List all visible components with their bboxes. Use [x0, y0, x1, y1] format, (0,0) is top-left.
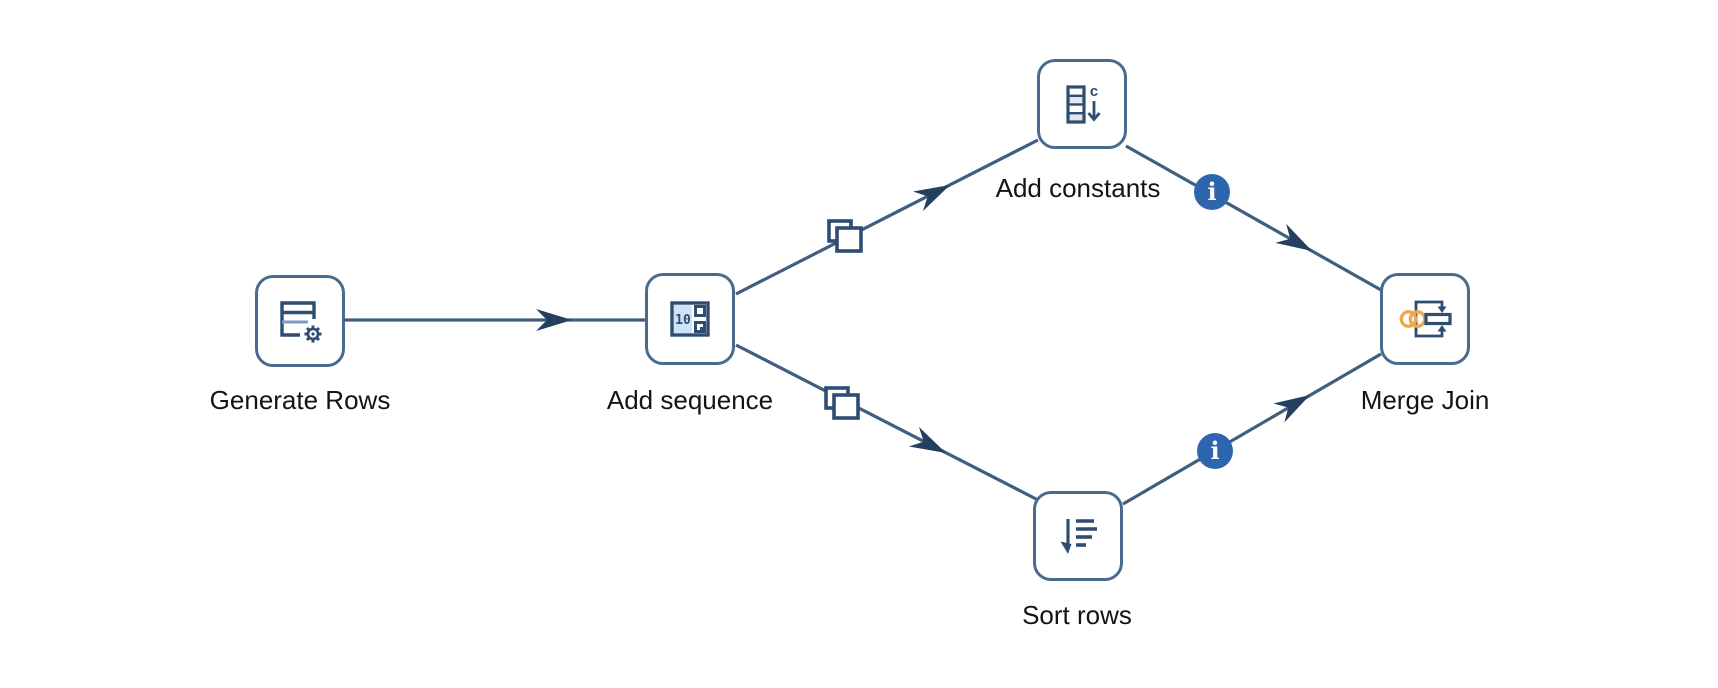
- node-merge-join[interactable]: [1380, 273, 1470, 365]
- node-label-merge-join: Merge Join: [1360, 385, 1490, 415]
- node-label-sort-rows: Sort rows: [1022, 600, 1132, 630]
- info-icon[interactable]: i: [1197, 433, 1233, 469]
- hop-sort-rows-to-merge-join[interactable]: [1122, 352, 1382, 506]
- node-add-constants[interactable]: c: [1037, 59, 1127, 149]
- node-label-generate-rows: Generate Rows: [209, 385, 391, 415]
- generate-rows-icon: [280, 301, 322, 343]
- node-generate-rows[interactable]: [255, 275, 345, 367]
- hop-add-sequence-to-add-constants[interactable]: [735, 138, 1039, 296]
- merge-join-icon: [1399, 300, 1452, 338]
- info-glyph: i: [1207, 177, 1217, 206]
- node-label-add-sequence: Add sequence: [606, 385, 774, 415]
- copy-icon[interactable]: [823, 385, 861, 421]
- hop-add-sequence-to-sort-rows[interactable]: [735, 343, 1039, 502]
- add-constants-icon: c: [1066, 83, 1101, 124]
- node-label-add-constants: Add constants: [995, 173, 1161, 203]
- gear-icon: [304, 325, 322, 343]
- copy-icon[interactable]: [826, 218, 864, 254]
- hop-generate-rows-to-add-sequence[interactable]: [345, 309, 645, 331]
- node-add-sequence[interactable]: 10: [645, 273, 735, 365]
- info-glyph: i: [1210, 436, 1220, 465]
- hop-add-constants-to-merge-join[interactable]: [1125, 144, 1382, 292]
- down-arrow-icon: [1087, 101, 1101, 122]
- node-sort-rows[interactable]: [1033, 491, 1123, 581]
- svg-text:c: c: [1090, 83, 1098, 100]
- add-sequence-icon: 10: [670, 301, 710, 337]
- sort-rows-icon: [1060, 519, 1097, 554]
- info-icon[interactable]: i: [1194, 174, 1230, 210]
- svg-text:10: 10: [675, 313, 691, 328]
- chain-links-icon: [1399, 310, 1427, 328]
